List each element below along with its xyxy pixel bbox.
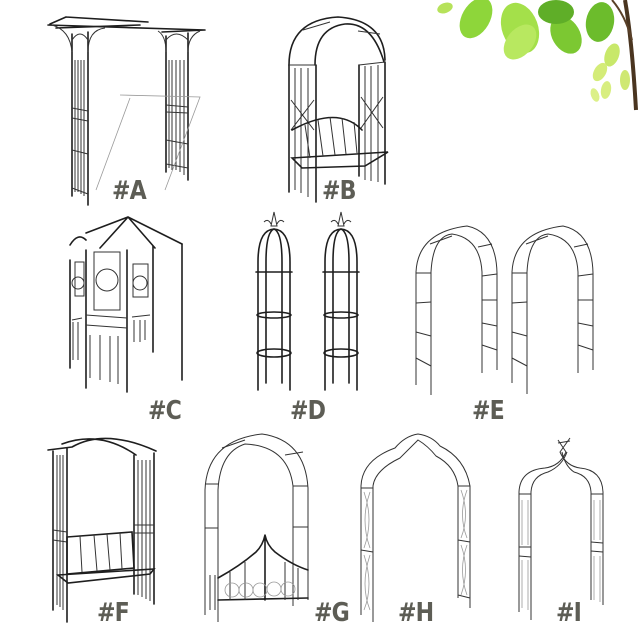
variant-label-d: #D (290, 396, 326, 426)
variant-label-c: #C (148, 396, 182, 426)
variant-label-a: #A (112, 176, 147, 206)
variant-label-f: #F (97, 598, 130, 628)
variant-label-b: #B (322, 176, 357, 206)
variant-label-i: #I (556, 598, 582, 628)
variant-label-e: #E (472, 396, 505, 426)
variant-label-g: #G (314, 598, 350, 628)
variant-label-h: #H (398, 598, 434, 628)
